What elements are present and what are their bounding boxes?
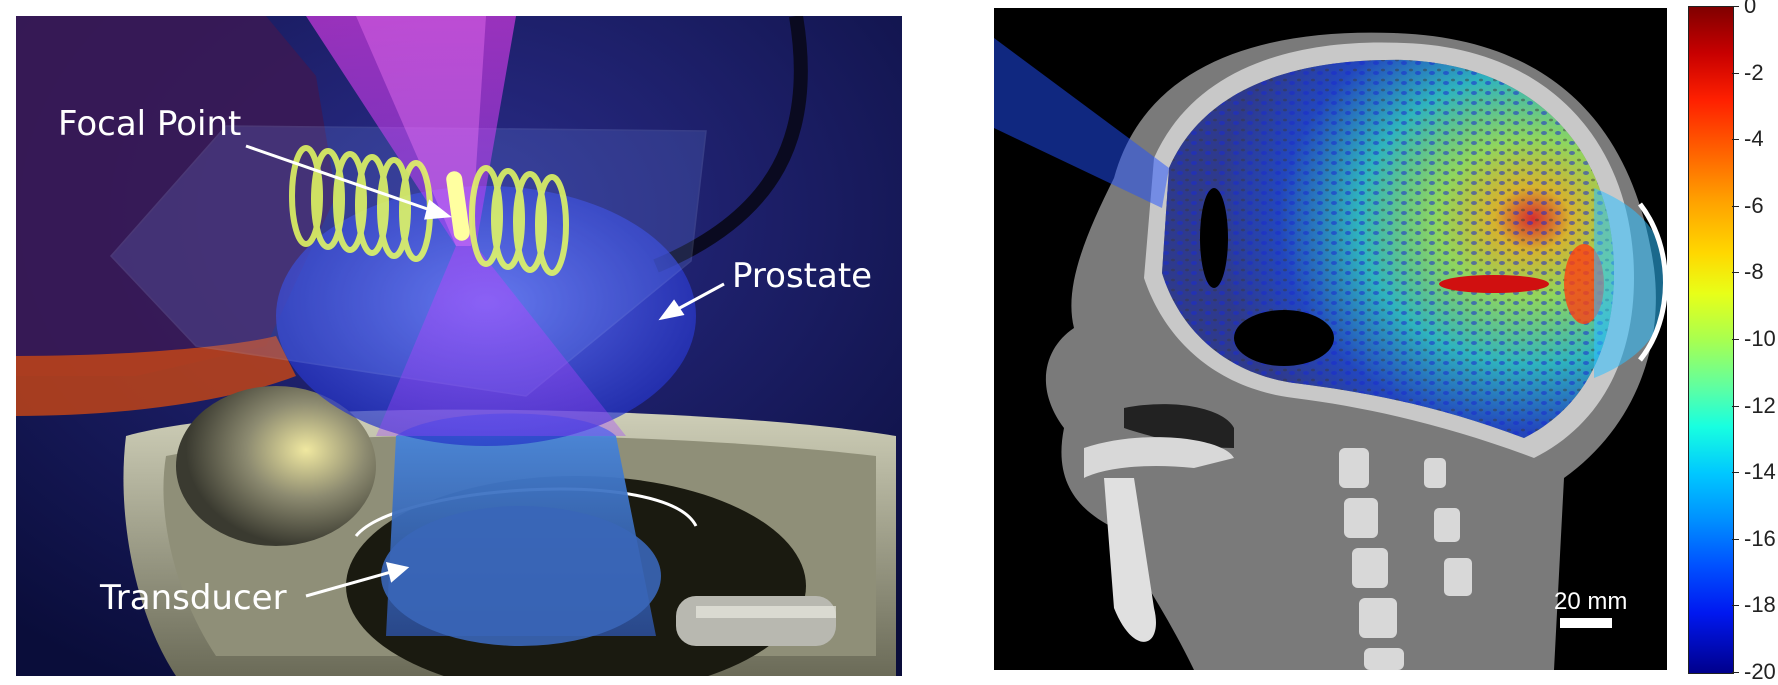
colorbar-tick-mark <box>1732 206 1739 207</box>
transducer-label: Transducer <box>100 578 287 618</box>
colorbar-tick-mark <box>1732 339 1739 340</box>
colorbar-tick-mark <box>1732 272 1739 273</box>
colorbar-tick-label: -18 <box>1744 592 1776 618</box>
colorbar-tick-label: -12 <box>1744 393 1776 419</box>
colorbar-tick-label: -2 <box>1744 60 1764 86</box>
colorbar-tick-label: -20 <box>1744 659 1776 685</box>
colorbar-tick-label: -4 <box>1744 126 1764 152</box>
ct-head-pressure-field: 20 mm <box>994 8 1667 670</box>
prostate-label: Prostate <box>732 256 872 296</box>
scale-bar-label: 20 mm <box>1554 588 1627 616</box>
colorbar-tick-label: -8 <box>1744 259 1764 285</box>
colorbar-tick-mark <box>1732 139 1739 140</box>
colorbar-tick-mark <box>1732 406 1739 407</box>
colorbar-tick-mark <box>1732 539 1739 540</box>
colorbar-tick-mark <box>1732 672 1739 673</box>
colorbar-tick-mark <box>1732 6 1739 7</box>
colorbar-tick-label: -6 <box>1744 193 1764 219</box>
ct-head-graphic <box>994 8 1667 670</box>
colorbar-tick-mark <box>1732 605 1739 606</box>
focal-point-label: Focal Point <box>58 104 241 144</box>
colorbar-tick-label: -10 <box>1744 326 1776 352</box>
colorbar-tick-label: -16 <box>1744 526 1776 552</box>
colorbar-tick-mark <box>1732 472 1739 473</box>
colorbar-tick-label: -14 <box>1744 459 1776 485</box>
prostate-hifu-illustration: Focal Point Prostate Transducer <box>16 16 902 676</box>
colorbar-tick-mark <box>1732 73 1739 74</box>
colorbar <box>1688 6 1734 674</box>
colorbar-tick-label: 0 <box>1744 0 1756 19</box>
